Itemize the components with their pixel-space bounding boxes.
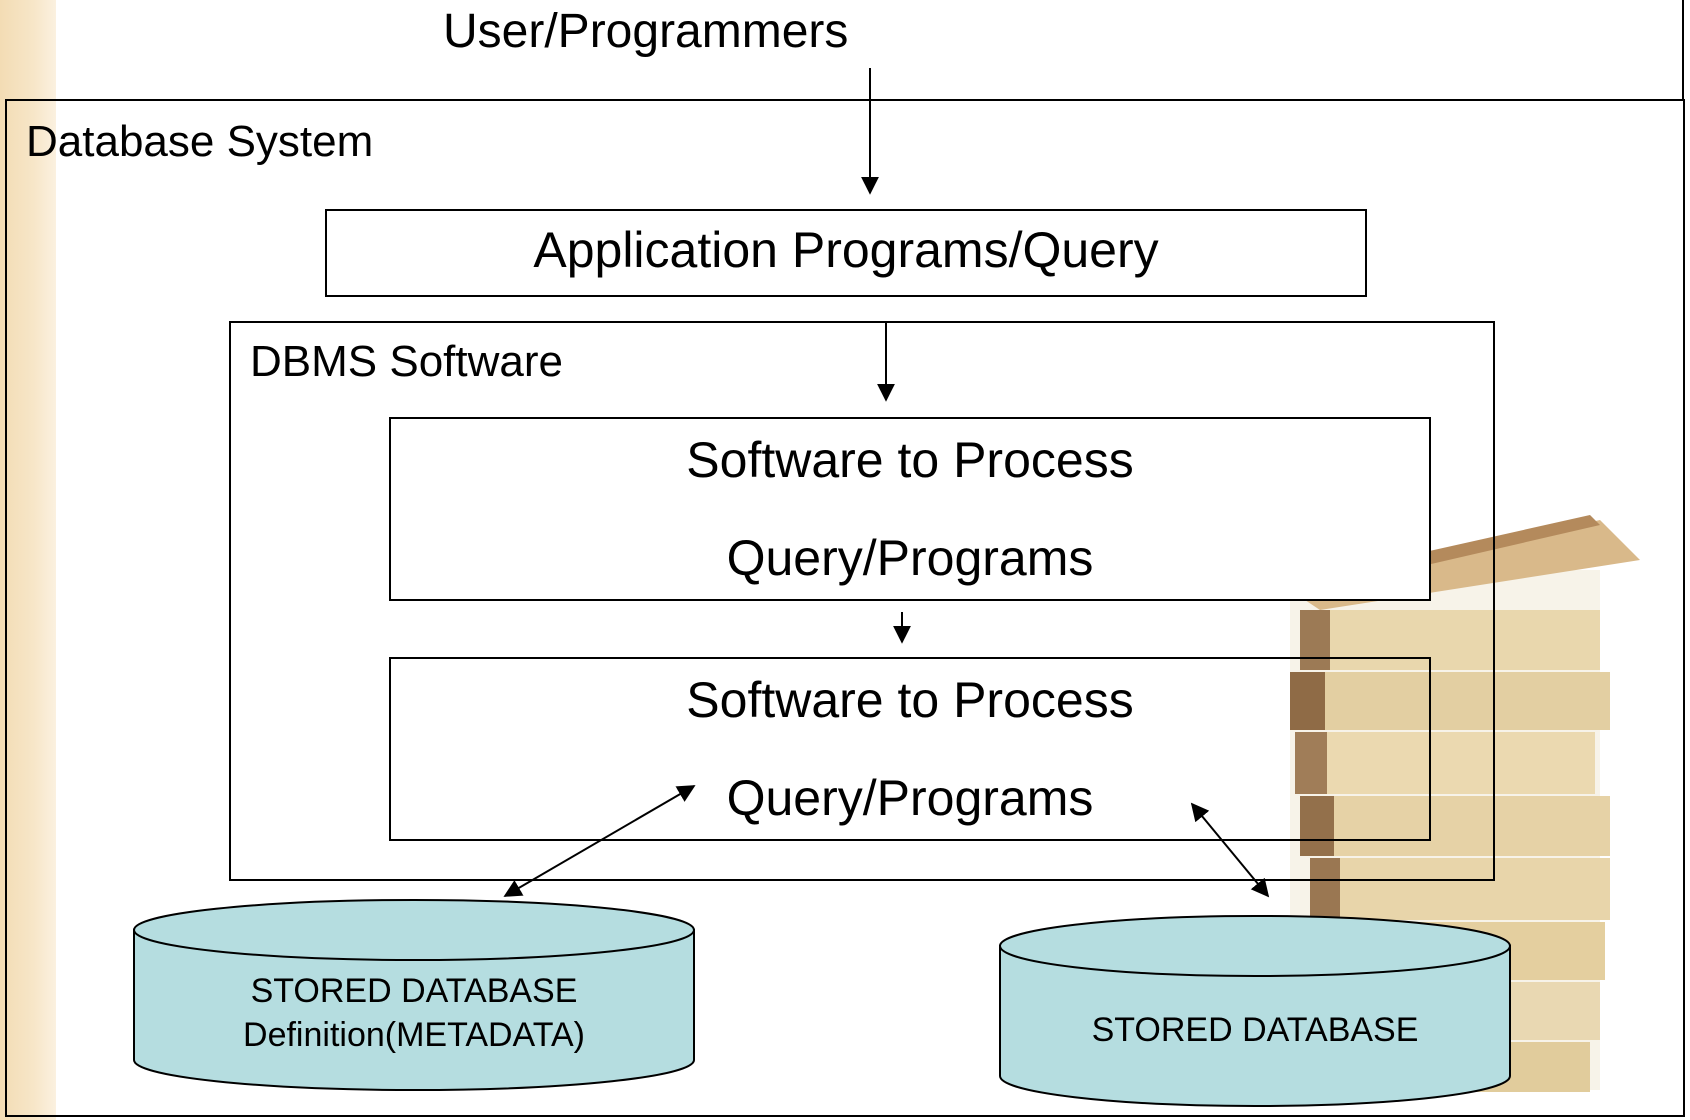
metadata-db-line1: STORED DATABASE [250, 972, 578, 1010]
process-box-2-line1: Software to Process [686, 672, 1134, 728]
arrow-process-to-stored-db [1190, 802, 1270, 898]
database-system-frame [5, 99, 1685, 1117]
dbms-software-label: DBMS Software [250, 337, 563, 386]
frame-edge-line [1682, 0, 1684, 100]
process-query-box-1 [389, 417, 1431, 601]
arrow-process-to-metadata [503, 785, 696, 897]
metadata-db-line2: Definition(METADATA) [243, 1016, 585, 1055]
metadata-database-cylinder [133, 899, 695, 1091]
process-box-2-line2: Query/Programs [726, 770, 1094, 826]
stored-database-cylinder [999, 915, 1511, 1107]
decorative-side-strip [0, 0, 56, 1120]
process-query-box-2 [389, 657, 1431, 841]
process-box-1-line1: Software to Process [686, 432, 1134, 488]
stored-database-label: STORED DATABASE [1000, 1008, 1510, 1052]
dbms-software-frame [229, 321, 1495, 881]
stored-db-line1: STORED DATABASE [1091, 1011, 1419, 1049]
metadata-database-label: STORED DATABASE Definition(METADATA) [134, 969, 694, 1057]
application-programs-box [325, 209, 1367, 297]
user-programmers-label: User/Programmers [443, 5, 849, 58]
application-programs-label: Application Programs/Query [533, 222, 1159, 278]
database-system-label: Database System [26, 117, 374, 166]
process-box-1-line2: Query/Programs [726, 530, 1094, 586]
